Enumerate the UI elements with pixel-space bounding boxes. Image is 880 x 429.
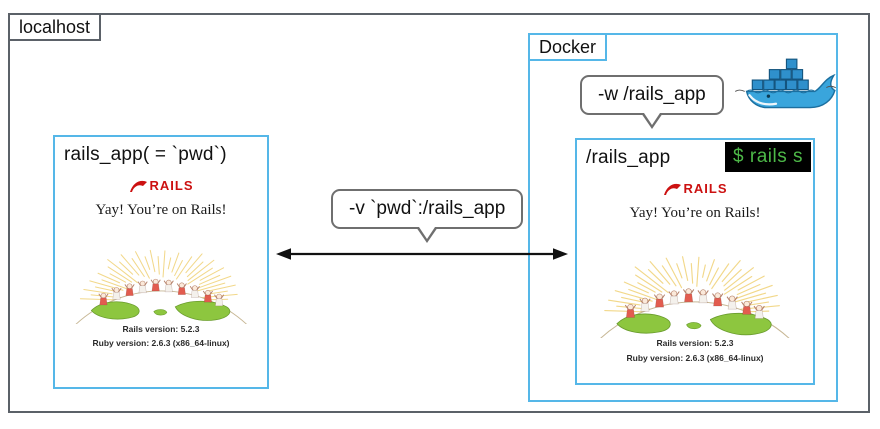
rails-version: Rails version: 5.2.3 — [122, 323, 200, 334]
container-rails-app-box: /rails_app $ rails s RAILS Yay! You’re o… — [575, 138, 815, 385]
rails-logo: RAILS — [129, 178, 194, 193]
rails-welcome-illustration — [75, 249, 247, 324]
volume-option-bubble: -v `pwd`:/rails_app — [331, 189, 524, 243]
rails-swoosh-icon — [663, 183, 681, 195]
docker-label: Docker — [528, 33, 608, 61]
rails-welcome-page-host: RAILS Yay! You’re on Rails! — [55, 170, 267, 351]
terminal-command-badge: $ rails s — [725, 142, 811, 172]
rails-welcome-illustration — [600, 256, 790, 339]
rails-logo-text: RAILS — [149, 178, 194, 193]
rails-logo: RAILS — [663, 181, 728, 196]
rails-logo-text: RAILS — [683, 181, 728, 196]
host-rails-app-box: rails_app( = `pwd`) RAILS Yay! You’re on… — [53, 135, 269, 389]
rails-welcome-page-container: RAILS Yay! You’re on Rails! — [577, 173, 813, 366]
rails-headline: Yay! You’re on Rails! — [95, 202, 227, 218]
version-info: Rails version: 5.2.3 Ruby version: 2.6.3… — [627, 336, 764, 366]
ruby-version: Ruby version: 2.6.3 (x86_64-linux) — [92, 338, 230, 349]
version-info: Rails version: 5.2.3 Ruby version: 2.6.3… — [93, 322, 230, 352]
rails-version: Rails version: 5.2.3 — [656, 338, 734, 349]
ruby-version: Ruby version: 2.6.3 (x86_64-linux) — [626, 353, 764, 364]
workdir-option-bubble: -w /rails_app — [580, 75, 724, 129]
container-dir-title: /rails_app — [586, 147, 671, 168]
host-dir-title: rails_app( = `pwd`) — [64, 144, 227, 165]
rails-headline: Yay! You’re on Rails! — [629, 205, 761, 221]
bidirectional-arrow — [276, 248, 568, 260]
localhost-label: localhost — [8, 13, 102, 41]
docker-whale-logo — [734, 58, 836, 109]
rails-swoosh-icon — [129, 180, 147, 192]
